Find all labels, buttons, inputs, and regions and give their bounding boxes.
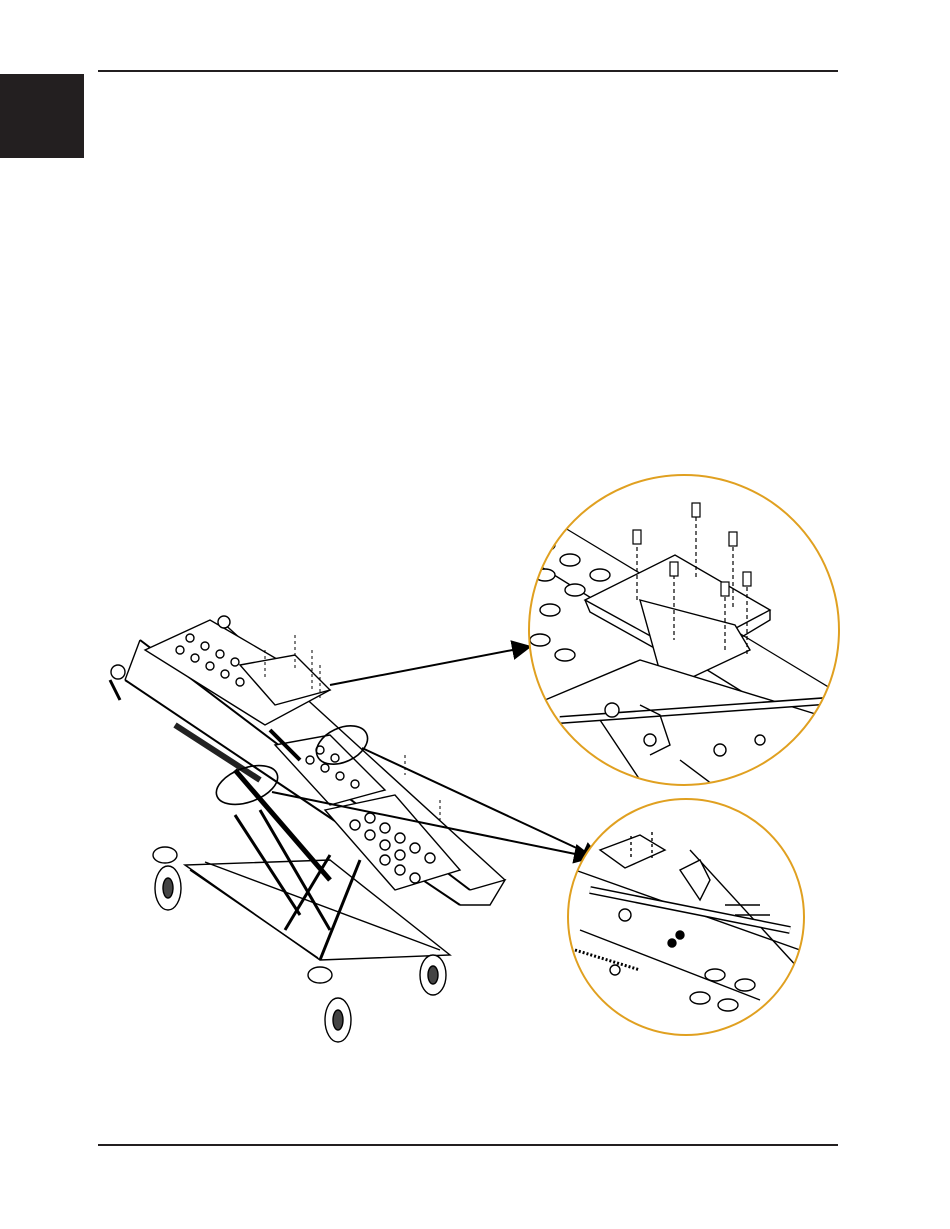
detail-circle-upper <box>520 470 850 790</box>
detail-circle-lower <box>560 795 810 1035</box>
stretcher-cot-drawing <box>110 616 505 1042</box>
